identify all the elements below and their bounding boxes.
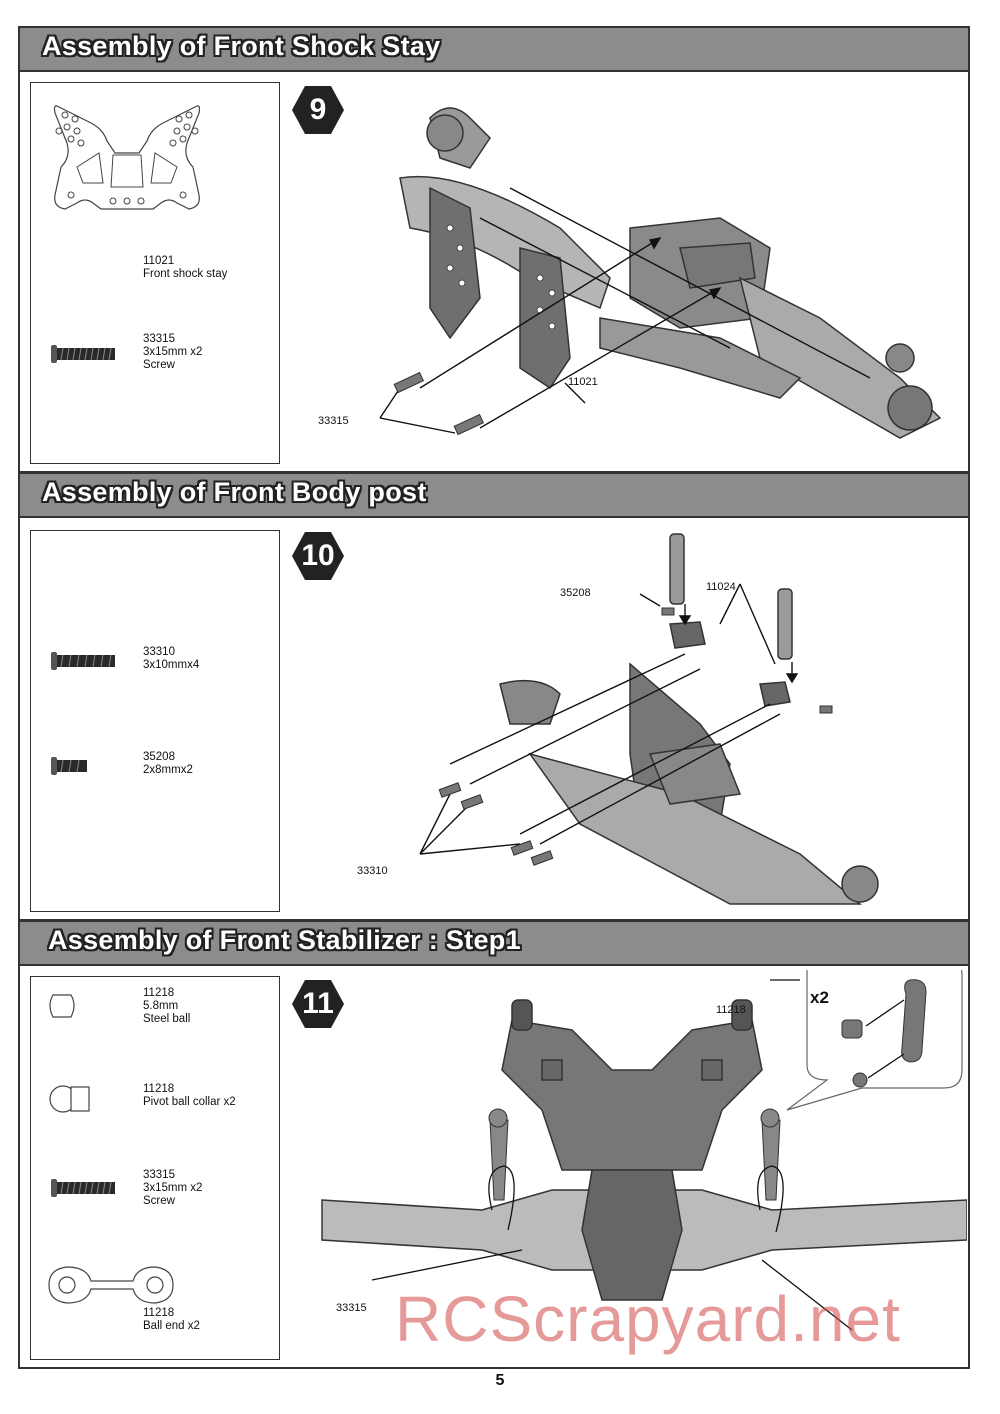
step-number-badge: 11 [292,978,344,1030]
callout-screw-small: 35208 [560,587,591,599]
part-code: 11218 [143,1083,175,1095]
callout-qty: x2 [810,988,829,1007]
part-ball-end: 11218 Ball end x2 [31,1263,279,1353]
section-title: Assembly of Front Body post [42,477,427,507]
body-post-assembly-diagram [419,533,879,905]
steel-ball-icon [49,994,75,1018]
section-title: Assembly of Front Shock Stay [42,31,441,61]
parts-list: 11218 5.8mm Steel ball 11218 Pivot ball … [30,976,280,1360]
part-size: 3x15mm x2 [143,346,203,358]
section-front-stabilizer: Assembly of Front Stabilizer : Step1 112… [18,920,970,1369]
part-size: 3x10mmx4 [143,659,200,671]
shock-stay-assembly-diagram [379,107,942,439]
part-name: Steel ball [143,1013,191,1025]
part-code: 33315 [143,333,175,345]
page-number: 5 [495,1372,505,1389]
callout-stay: 11021 [568,376,598,388]
part-code: 35208 [143,751,175,763]
part-code: 11218 [143,1307,175,1319]
step-number: 10 [301,539,335,572]
screw-icon [51,652,115,670]
screw-icon [51,1179,115,1197]
part-front-shock-stay: 11021 Front shock stay [31,83,279,293]
section-title: Assembly of Front Stabilizer : Step1 [48,925,521,955]
pivot-ball-collar-icon [49,1085,90,1113]
callout-post: 11024 [706,581,736,593]
part-size: 3x15mm x2 [143,1182,203,1194]
part-screw-35208: 35208 2x8mmx2 [31,741,279,791]
part-code: 11021 [143,255,175,267]
part-name: Screw [143,359,175,371]
step-number: 9 [309,93,327,126]
step-number: 11 [302,987,334,1020]
step-number-badge: 9 [292,84,344,136]
section-front-body-post: Assembly of Front Body post 33310 3x10mm… [18,472,970,921]
callout-screw: 33315 [318,415,349,427]
callout-screw: 33315 [336,1302,367,1314]
section-header: Assembly of Front Stabilizer : Step1 [20,922,968,966]
section-front-shock-stay: Assembly of Front Shock Stay 11021 Front… [18,26,970,473]
part-name: Pivot ball collar x2 [143,1096,236,1108]
watermark: RCScrapyard.net [395,1283,901,1355]
screw-icon [51,757,87,775]
screw-icon [51,345,115,363]
callout-screw: 33310 [357,865,388,877]
part-name: Screw [143,1195,175,1207]
part-name: Front shock stay [143,268,228,280]
part-code: 11218 [143,987,175,999]
shock-stay-icon [53,105,201,210]
section-header: Assembly of Front Shock Stay [20,28,968,72]
stabilizer-assembly-diagram [321,970,967,1331]
part-code: 33310 [143,646,175,658]
parts-list: 33310 3x10mmx4 35208 2x8mmx2 [30,530,280,912]
step-number-badge: 10 [292,530,344,582]
callout-ball: 11218 [716,1004,746,1016]
part-code: 33315 [143,1169,175,1181]
part-pivot-ball-collar: 11218 Pivot ball collar x2 [31,1081,279,1121]
section-header: Assembly of Front Body post [20,474,968,518]
part-size: 5.8mm [143,1000,179,1012]
ball-end-icon [48,1266,174,1304]
part-name: Ball end x2 [143,1320,200,1332]
part-screw-33310: 33310 3x10mmx4 [31,636,279,686]
part-screw-33315: 33315 3x15mm x2 Screw [31,323,279,373]
part-screw-33315: 33315 3x15mm x2 Screw [31,1167,279,1217]
parts-list: 11021 Front shock stay 33315 3x15mm x2 S… [30,82,280,464]
part-size: 2x8mmx2 [143,764,193,776]
part-steel-ball: 11218 5.8mm Steel ball [31,985,279,1035]
